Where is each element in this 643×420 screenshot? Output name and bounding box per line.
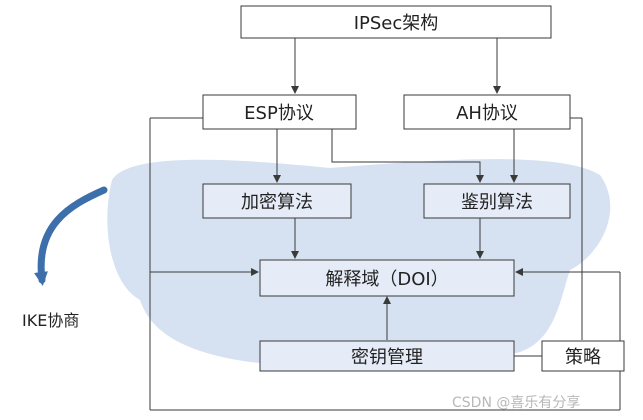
node-key-label: 密钥管理 xyxy=(351,347,423,368)
node-ipsec-label: IPSec架构 xyxy=(354,13,439,34)
node-encrypt: 加密算法 xyxy=(202,183,352,219)
node-key: 密钥管理 xyxy=(259,340,515,372)
ike-negotiation-label: IKE协商 xyxy=(22,311,80,330)
node-ipsec: IPSec架构 xyxy=(240,5,552,39)
node-policy-label: 策略 xyxy=(565,347,601,368)
arrow-esp-auth xyxy=(331,129,484,183)
node-ah: AH协议 xyxy=(403,94,571,130)
watermark: CSDN @喜乐有分享 xyxy=(452,395,581,411)
ike-curved-arrow xyxy=(34,186,108,286)
node-auth-label: 鉴别算法 xyxy=(461,192,533,213)
node-esp: ESP协议 xyxy=(202,94,357,130)
node-auth: 鉴别算法 xyxy=(423,183,571,219)
node-esp-label: ESP协议 xyxy=(244,103,314,124)
node-doi-label: 解释域（DOI） xyxy=(325,269,448,290)
node-encrypt-label: 加密算法 xyxy=(241,192,313,213)
node-policy: 策略 xyxy=(541,340,625,372)
node-ah-label: AH协议 xyxy=(456,103,518,124)
node-doi: 解释域（DOI） xyxy=(259,259,515,297)
